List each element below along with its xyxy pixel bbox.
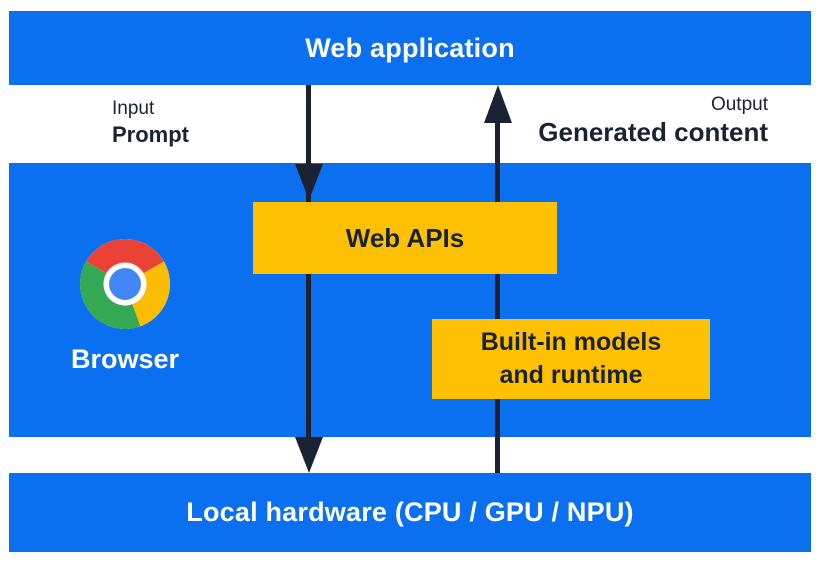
- web-apis-box: Web APIs: [253, 202, 557, 274]
- input-arrowhead-to-web-apis: [295, 164, 323, 200]
- local-hardware-label: Local hardware (CPU / GPU / NPU): [186, 497, 634, 527]
- builtin-models-box: Built-in models and runtime: [432, 319, 710, 399]
- input-label-block: Input Prompt: [112, 96, 189, 149]
- browser-label: Browser: [70, 344, 180, 374]
- web-application-label: Web application: [305, 32, 515, 63]
- output-label-block: Output Generated content: [538, 92, 768, 148]
- web-application-bar: Web application: [9, 11, 811, 85]
- generated-content-label: Generated content: [538, 117, 768, 147]
- output-arrowhead-to-web-application: [484, 85, 512, 123]
- chrome-icon: [80, 239, 170, 329]
- output-title: Output: [710, 94, 768, 115]
- input-arrowhead-to-hardware: [295, 437, 323, 473]
- output-arrow-shaft: [495, 120, 500, 473]
- input-title: Input: [112, 98, 155, 119]
- builtin-models-label: Built-in models and runtime: [480, 328, 662, 389]
- prompt-label: Prompt: [112, 122, 189, 147]
- web-apis-label: Web APIs: [345, 222, 465, 253]
- local-hardware-bar: Local hardware (CPU / GPU / NPU): [9, 473, 811, 552]
